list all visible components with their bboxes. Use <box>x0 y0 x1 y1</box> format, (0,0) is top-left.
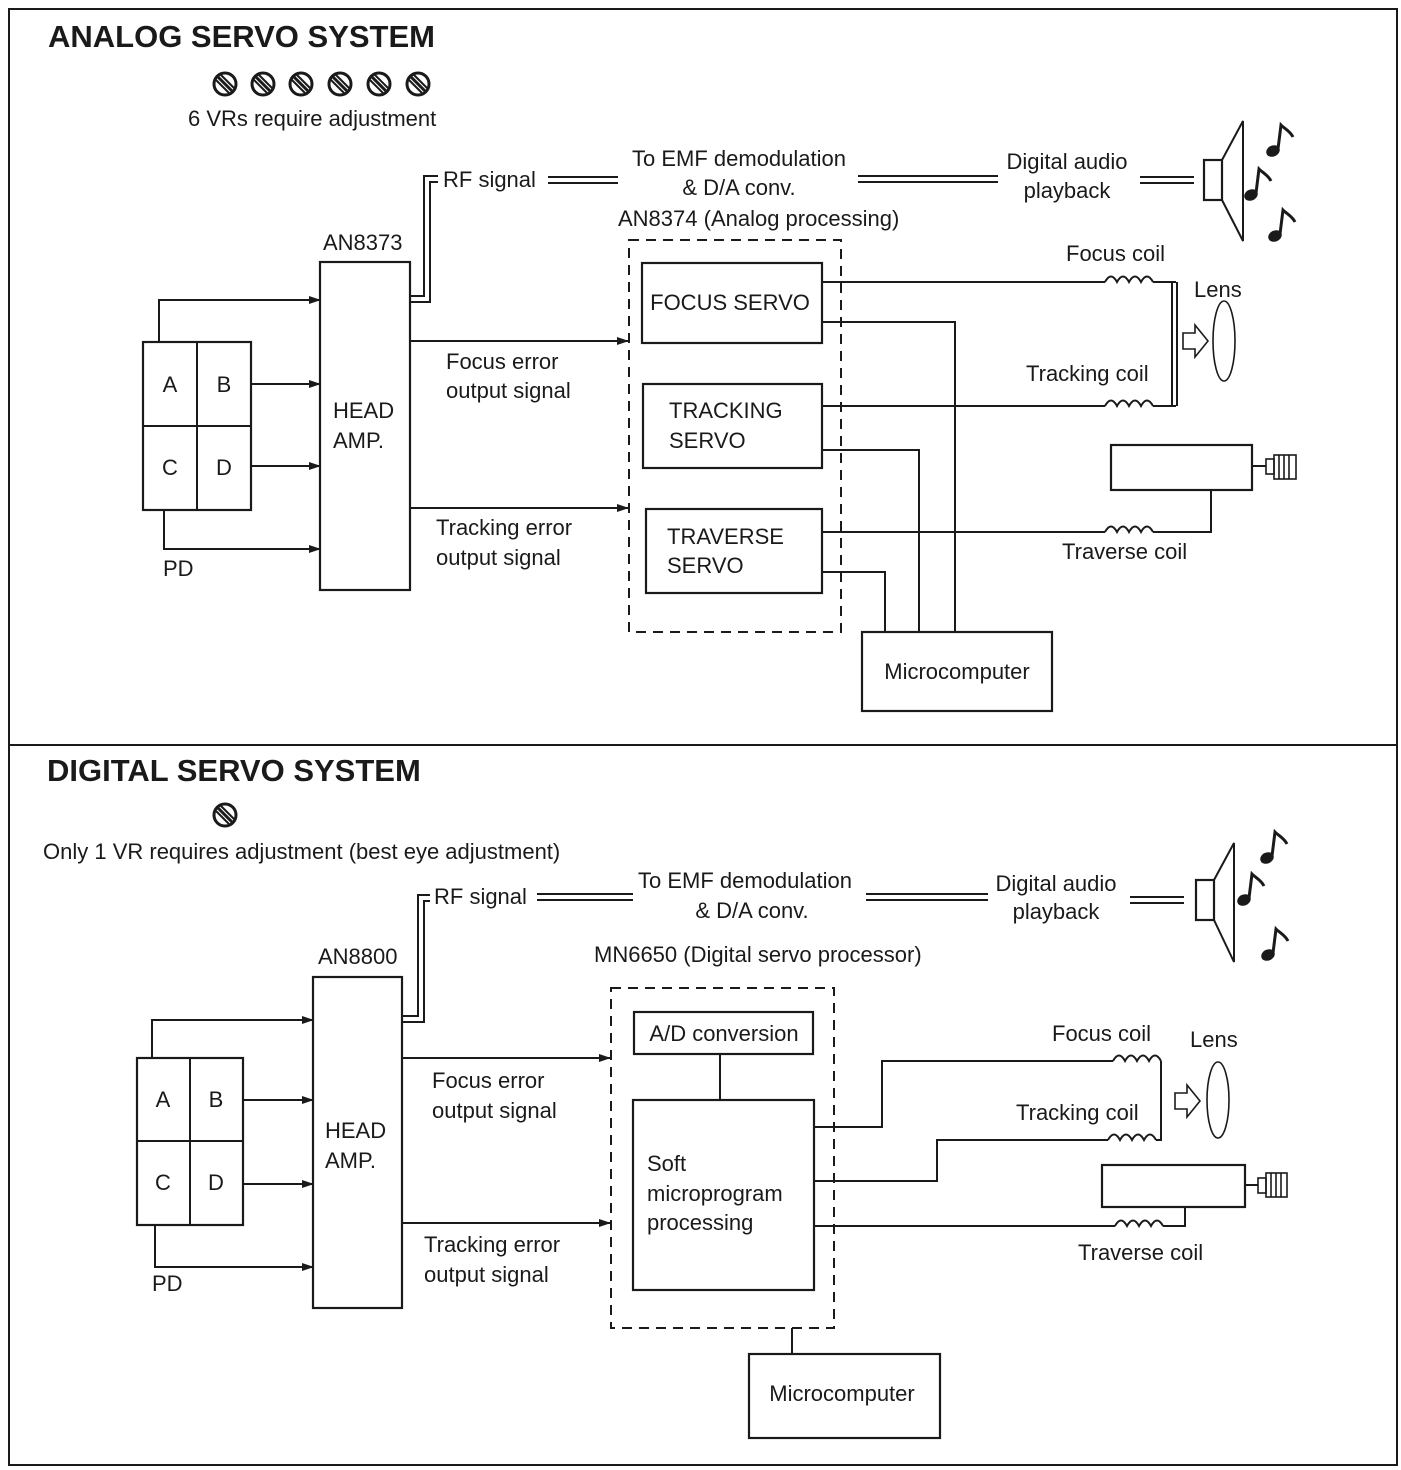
digital-microcomputer-box <box>747 1352 942 1440</box>
analog-vr-icons <box>212 71 431 97</box>
digital-focus-coil-label: Focus coil <box>1052 1021 1151 1046</box>
vr-adjust-icon <box>405 71 431 97</box>
digital-lens-icon <box>1174 1061 1230 1139</box>
tracking-servo-box <box>641 382 824 470</box>
analog-audio-label: Digital audio <box>1006 149 1127 174</box>
digital-vr-note: Only 1 VR requires adjustment (best eye … <box>43 839 560 864</box>
vr-adjust-icon <box>212 802 238 828</box>
analog-focus-error-label: Focus error <box>446 349 558 374</box>
soft-microprogram-label: processing <box>647 1210 753 1235</box>
analog-section: ANALOG SERVO SYSTEM 6 VRs require adjust… <box>48 19 1297 713</box>
analog-tracking-error-label: Tracking error <box>436 515 572 540</box>
analog-tracking-error-label: output signal <box>436 545 561 570</box>
focus-servo-box <box>640 261 824 345</box>
analog-processor-label: AN8374 (Analog processing) <box>618 206 899 231</box>
analog-rf-signal: RF signal <box>443 167 536 192</box>
analog-focus-error-label: output signal <box>446 378 571 403</box>
digital-head-amp <box>311 975 404 1310</box>
digital-focus-error-label: output signal <box>432 1098 557 1123</box>
digital-audio-label: Digital audio <box>995 871 1116 896</box>
analog-head-amp-chip: AN8373 <box>323 230 403 255</box>
analog-lens-label: Lens <box>1194 277 1242 302</box>
digital-lens-label: Lens <box>1190 1027 1238 1052</box>
tracking-servo-label: TRACKING <box>669 398 783 423</box>
music-notes-icon <box>1240 123 1297 246</box>
pd-cell-a: A <box>163 372 178 397</box>
analog-focus-coil-label: Focus coil <box>1066 241 1165 266</box>
analog-microcomputer-box <box>860 630 1054 713</box>
soft-microprogram-label: microprogram <box>647 1181 783 1206</box>
analog-head-amp <box>318 260 412 592</box>
analog-emf-label: & D/A conv. <box>682 175 795 200</box>
digital-focus-error-label: Focus error <box>432 1068 544 1093</box>
pd-cell-a: A <box>156 1087 171 1112</box>
analog-tracking-coil-label: Tracking coil <box>1026 361 1149 386</box>
ad-conversion-box <box>632 1010 815 1056</box>
digital-rf-signal: RF signal <box>434 884 527 909</box>
traverse-servo-label: SERVO <box>667 553 744 578</box>
pd-cell-d: D <box>208 1170 224 1195</box>
pd-cell-c: C <box>162 455 178 480</box>
analog-traverse-motor-icon <box>1109 443 1297 492</box>
digital-head-amp-chip: AN8800 <box>318 944 398 969</box>
digital-audio-label: playback <box>1013 899 1101 924</box>
pd-label: PD <box>163 556 194 581</box>
analog-pd: A B C D PD <box>141 340 253 581</box>
digital-tracking-coil-label: Tracking coil <box>1016 1100 1139 1125</box>
soft-microprogram-label: Soft <box>647 1151 686 1176</box>
analog-lens-icon <box>1182 300 1236 382</box>
pd-cell-b: B <box>209 1087 224 1112</box>
digital-pd: A B C D PD <box>135 1056 245 1296</box>
digital-microcomputer-label: Microcomputer <box>769 1381 914 1406</box>
speaker-icon <box>1194 842 1235 963</box>
analog-emf-label: To EMF demodulation <box>632 146 846 171</box>
digital-head-amp-label: HEAD <box>325 1118 386 1143</box>
analog-title: ANALOG SERVO SYSTEM <box>48 19 435 54</box>
pd-cell-b: B <box>217 372 232 397</box>
analog-head-amp-label: HEAD <box>333 398 394 423</box>
analog-processor-box <box>628 239 842 633</box>
pd-cell-d: D <box>216 455 232 480</box>
analog-traverse-coil-label: Traverse coil <box>1062 539 1187 564</box>
vr-adjust-icon <box>212 71 238 97</box>
digital-tracking-error-label: Tracking error <box>424 1232 560 1257</box>
pd-label: PD <box>152 1271 183 1296</box>
focus-servo-label: FOCUS SERVO <box>650 290 810 315</box>
digital-traverse-coil-label: Traverse coil <box>1078 1240 1203 1265</box>
digital-emf-label: & D/A conv. <box>695 898 808 923</box>
music-notes-icon <box>1233 830 1290 965</box>
digital-emf-label: To EMF demodulation <box>638 868 852 893</box>
digital-processor-box <box>610 987 835 1329</box>
vr-adjust-icon <box>366 71 392 97</box>
digital-title: DIGITAL SERVO SYSTEM <box>47 753 421 788</box>
analog-audio-label: playback <box>1024 178 1112 203</box>
vr-adjust-icon <box>327 71 353 97</box>
vr-adjust-icon <box>250 71 276 97</box>
digital-tracking-error-label: output signal <box>424 1262 549 1287</box>
digital-traverse-motor-icon <box>1100 1163 1288 1209</box>
analog-vr-note: 6 VRs require adjustment <box>188 106 436 131</box>
digital-processor-label: MN6650 (Digital servo processor) <box>594 942 922 967</box>
traverse-servo-label: TRAVERSE <box>667 524 784 549</box>
analog-microcomputer-label: Microcomputer <box>884 659 1029 684</box>
ad-conversion-label: A/D conversion <box>649 1021 798 1046</box>
vr-adjust-icon <box>288 71 314 97</box>
speaker-icon <box>1202 120 1244 242</box>
traverse-servo-box <box>644 507 824 595</box>
digital-head-amp-label: AMP. <box>325 1148 376 1173</box>
tracking-servo-label: SERVO <box>669 428 746 453</box>
outer-frame <box>8 8 1398 1466</box>
pd-cell-c: C <box>155 1170 171 1195</box>
digital-section: DIGITAL SERVO SYSTEM Only 1 VR requires … <box>43 753 1290 1440</box>
analog-head-amp-label: AMP. <box>333 428 384 453</box>
soft-microprogram-box <box>631 1098 816 1292</box>
